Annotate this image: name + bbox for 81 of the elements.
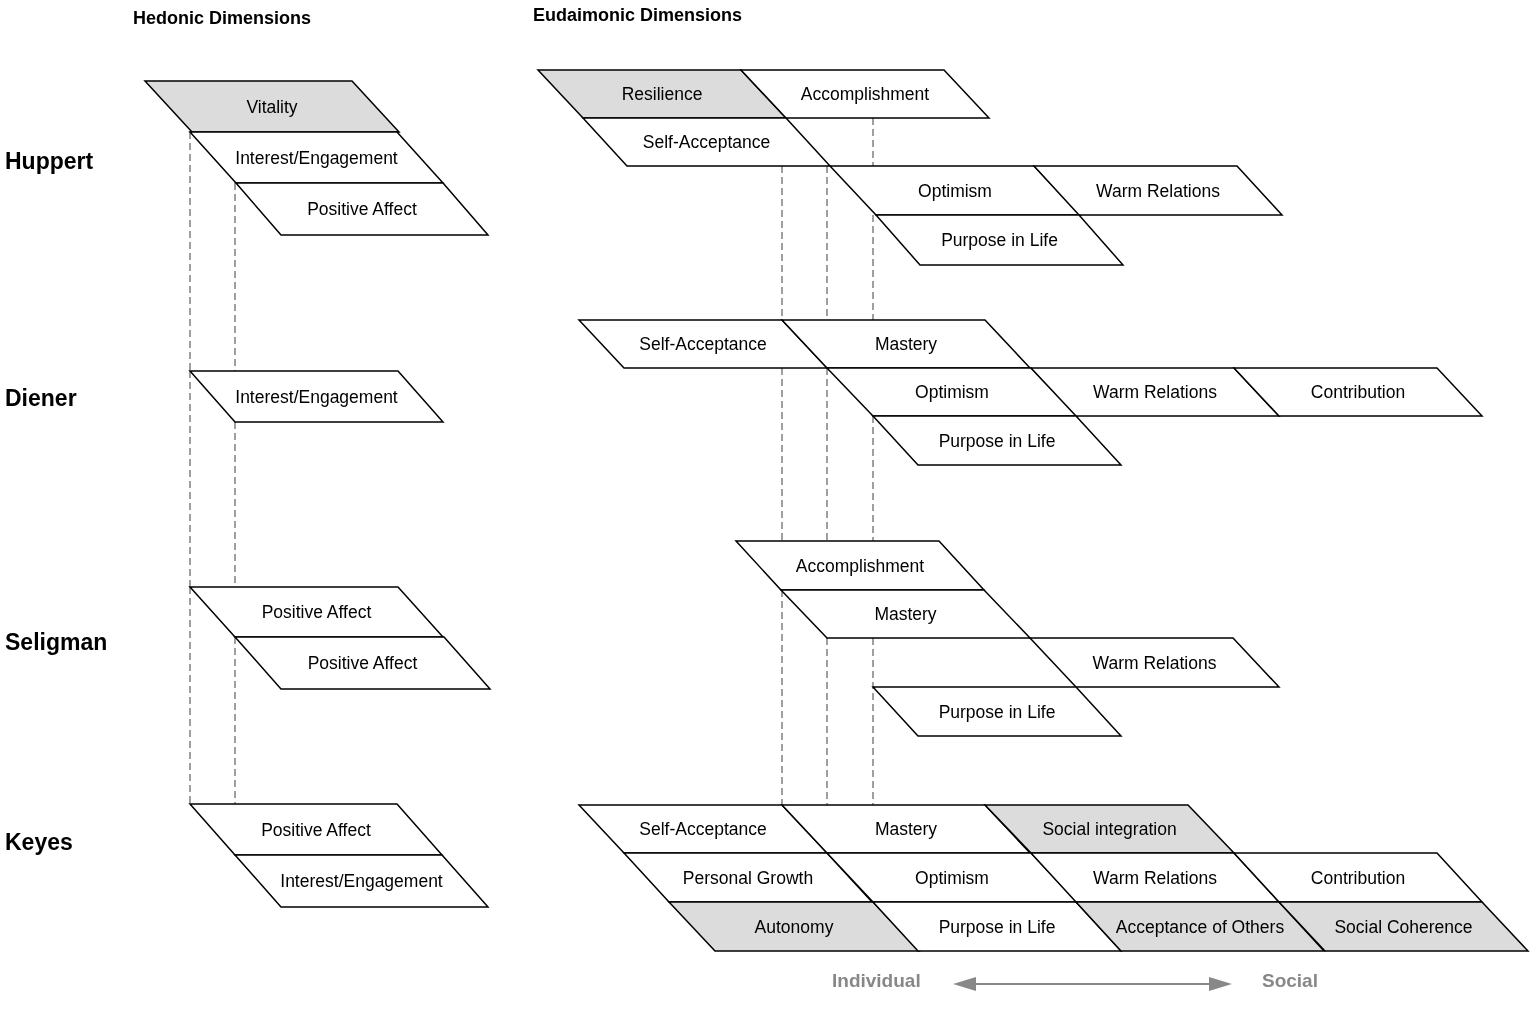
parallelogram-shape <box>827 853 1077 902</box>
parallelogram-shape <box>190 371 443 422</box>
dashed-line <box>781 367 783 542</box>
dashed-line <box>872 214 874 321</box>
axis-end-label: Individual <box>832 970 921 992</box>
dimension-label: Warm Relations <box>1093 381 1217 403</box>
row-heading: Seligman <box>5 629 108 656</box>
dimension-label: Interest/Engagement <box>280 870 443 892</box>
dimension-label: Purpose in Life <box>938 916 1056 937</box>
dimension-label: Autonomy <box>754 916 834 937</box>
parallelogram-shape <box>1076 902 1324 951</box>
parallelogram-shape <box>736 541 984 590</box>
dimension-label: Acceptance of Others <box>1115 916 1285 937</box>
dimension-label: Interest/Engagement <box>235 147 398 168</box>
dimension-label: Warm Relations <box>1096 180 1220 201</box>
axis-end-label: Social <box>1262 970 1318 992</box>
dimension-label: Positive Affect <box>261 601 372 623</box>
parallelogram-shape <box>145 81 399 132</box>
dimension-label: Social Coherence <box>1334 916 1473 937</box>
dimension-label: Self-Acceptance <box>642 131 771 153</box>
dimension-label: Positive Affect <box>307 652 418 674</box>
parallelogram-shape <box>781 590 1030 638</box>
dimension-label: Mastery <box>874 603 937 625</box>
dimension-label: Self-Acceptance <box>639 818 767 840</box>
parallelogram-shape <box>235 637 490 689</box>
parallelogram-shape <box>1234 368 1482 416</box>
dimension-label: Mastery <box>874 818 938 840</box>
dimension-label: Contribution <box>1310 381 1406 403</box>
dimension-label: Mastery <box>874 333 938 355</box>
parallelogram-shape <box>873 687 1121 736</box>
dimension-label: Resilience <box>621 83 703 105</box>
dimension-label: Positive Affect <box>261 819 371 840</box>
dimension-label: Accomplishment <box>800 83 930 105</box>
parallelogram-shape <box>1034 166 1282 215</box>
dimension-label: Vitality <box>246 96 298 117</box>
dashed-line <box>872 637 874 806</box>
dimension-label: Positive Affect <box>307 198 417 220</box>
parallelogram-shape <box>236 183 488 235</box>
dimension-label: Personal Growth <box>682 867 814 888</box>
parallelogram-shape <box>669 902 919 951</box>
dimension-label: Purpose in Life <box>938 701 1056 722</box>
parallelogram-shape <box>985 805 1234 853</box>
dimension-label: Optimism <box>915 381 989 403</box>
parallelogram-shape <box>1234 853 1482 902</box>
parallelogram-shape <box>1030 638 1279 687</box>
dimension-label: Purpose in Life <box>938 430 1056 451</box>
parallelogram-shape <box>190 804 442 855</box>
parallelogram-shape <box>830 166 1080 215</box>
parallelogram-shape <box>827 368 1077 416</box>
row-heading: Huppert <box>5 148 94 175</box>
row-heading: Keyes <box>5 829 73 856</box>
dashed-line <box>189 131 191 372</box>
dimension-label: Warm Relations <box>1092 652 1217 673</box>
parallelogram-shape <box>235 855 488 907</box>
dimension-label: Warm Relations <box>1093 867 1217 888</box>
dimension-label: Interest/Engagement <box>235 386 398 407</box>
dimension-label: Social integration <box>1042 818 1177 840</box>
parallelogram-shape <box>538 70 786 118</box>
dimension-label: Optimism <box>915 867 989 888</box>
dimension-label: Accomplishment <box>795 555 925 576</box>
dashed-line <box>872 117 874 167</box>
dimension-label: Purpose in Life <box>941 229 1058 251</box>
parallelogram-shape <box>1031 368 1279 416</box>
column-heading: Eudaimonic Dimensions <box>533 5 743 26</box>
row-heading: Diener <box>5 385 77 412</box>
parallelogram-shape <box>782 805 1030 853</box>
parallelogram-shape <box>583 118 830 166</box>
dashed-line <box>826 637 828 806</box>
parallelogram-shape <box>741 70 989 118</box>
parallelogram-shape <box>873 416 1121 465</box>
parallelogram-shape <box>190 587 443 637</box>
parallelogram-shape <box>782 320 1030 368</box>
column-heading: Hedonic Dimensions <box>133 8 312 29</box>
dimension-label: Contribution <box>1310 867 1406 888</box>
dashed-line <box>189 370 191 588</box>
parallelogram-shape <box>876 215 1123 265</box>
parallelogram-shape <box>579 320 827 368</box>
dimension-label: Optimism <box>918 180 992 201</box>
parallelogram-shape <box>190 132 443 183</box>
dashed-line <box>189 586 191 805</box>
dimension-label: Self-Acceptance <box>639 333 767 355</box>
